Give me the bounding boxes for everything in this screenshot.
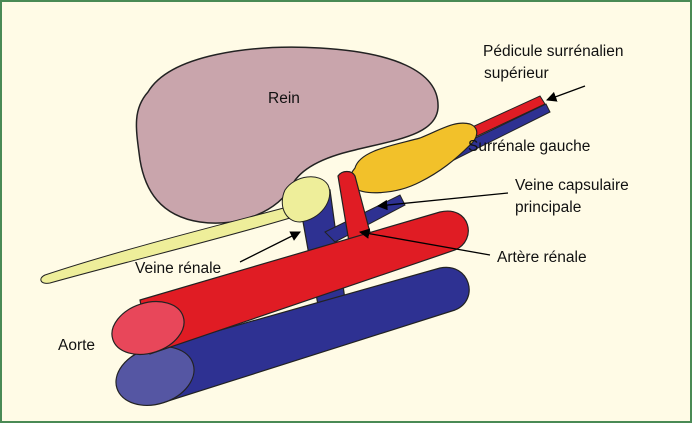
label-veine-capsulaire-line2: principale — [515, 199, 581, 216]
label-pedicule-line1: Pédicule surrénalien — [483, 43, 623, 60]
label-veine-capsulaire-line1: Veine capsulaire — [515, 177, 629, 194]
arrow-pedicule — [547, 86, 585, 100]
label-pedicule-line2: supérieur — [484, 65, 549, 82]
label-aorte: Aorte — [58, 337, 95, 354]
label-artere-renale: Artère rénale — [497, 249, 587, 266]
label-veine-renale: Veine rénale — [135, 260, 221, 277]
label-surrenale: Surrénale gauche — [468, 138, 590, 155]
label-rein: Rein — [268, 90, 300, 107]
